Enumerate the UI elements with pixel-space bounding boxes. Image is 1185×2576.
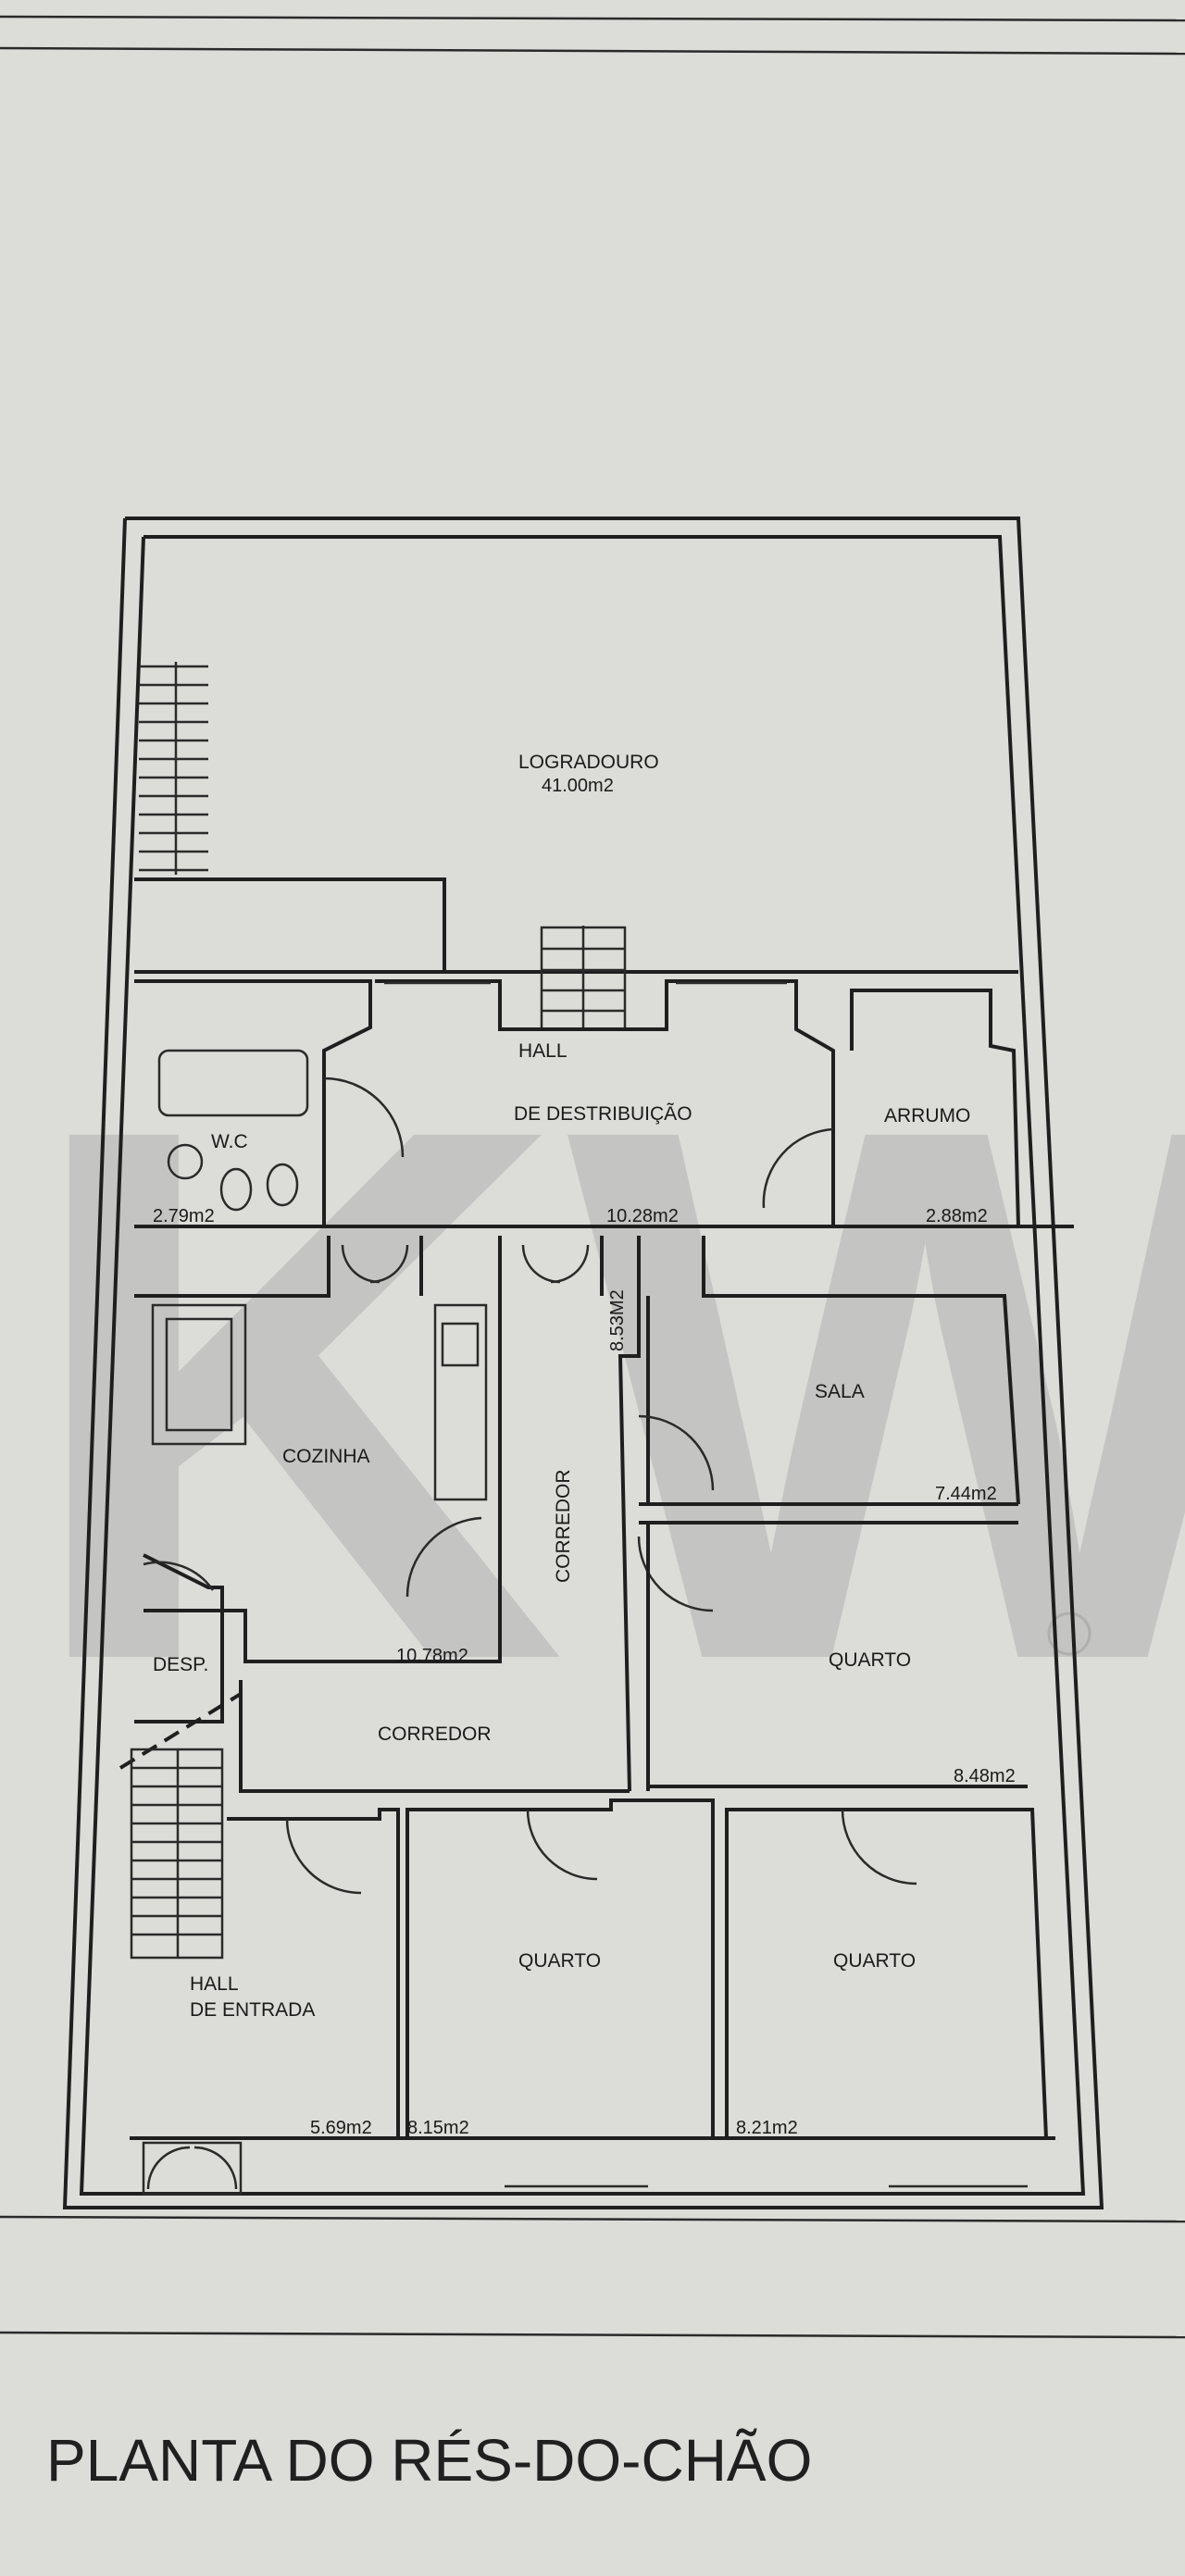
wc-door-swing xyxy=(323,1076,405,1158)
sala-label: SALA xyxy=(815,1381,865,1402)
front-door-icon xyxy=(142,2141,243,2196)
lower-walls: DESP. CORREDOR QUARTO 8.48m2 xyxy=(118,1523,1028,1960)
cozinha-label: COZINHA xyxy=(282,1446,370,1467)
quarto-right-label: QUARTO xyxy=(829,1649,911,1671)
quarto-right-door-swing xyxy=(637,1536,714,1612)
sheet-divider-1 xyxy=(0,2215,1185,2223)
sala-area: 7.44m2 xyxy=(935,1484,997,1504)
hall-entrada-door-swing xyxy=(285,1818,362,1895)
quarto-right-area: 8.48m2 xyxy=(954,1766,1016,1786)
hall-entrada-area: 5.69m2 xyxy=(310,2118,372,2138)
desp-door-swing xyxy=(143,1561,215,1591)
entrance-stairs xyxy=(130,1748,224,1960)
quarto-mid-area: 8.15m2 xyxy=(407,2118,469,2138)
arrumo-area: 2.88m2 xyxy=(926,1206,988,1226)
middle-walls: COZINHA 10.78m2 CORREDOR 8.53M2 SALA 7.4… xyxy=(134,1236,1020,1792)
logradouro-label: LOGRADOURO xyxy=(518,752,659,773)
kitchen-door-swing xyxy=(405,1516,482,1598)
quarto-mid-door-swing xyxy=(526,1809,598,1881)
sheet-top-line xyxy=(0,15,1185,22)
kitchen-counter-icon xyxy=(151,1303,247,1446)
sala-door-swing xyxy=(638,1414,715,1491)
sheet-divider-2 xyxy=(0,2331,1185,2339)
arrumo-door-swing xyxy=(762,1127,834,1209)
kitchen-worktop-icon xyxy=(433,1303,488,1501)
top-row-walls: HALL DE DESTRIBUIÇÃO 10.28m2 W.C 2.79m2 … xyxy=(134,979,1074,1228)
desp-label: DESP. xyxy=(153,1654,208,1675)
quarto-bottom-right-label: QUARTO xyxy=(833,1950,916,1972)
bottom-row-walls: HALL DE ENTRADA 5.69m2 QUARTO 8.15m2 QUA… xyxy=(130,1798,1055,2196)
kitchen-sink-icon xyxy=(441,1322,480,1367)
wc-area: 2.79m2 xyxy=(153,1206,215,1226)
bathtub-icon xyxy=(157,1049,309,1117)
arrumo-label: ARRUMO xyxy=(884,1105,970,1126)
cozinha-area: 10.78m2 xyxy=(396,1646,468,1666)
corredor-horizontal-label: CORREDOR xyxy=(378,1724,492,1745)
hall-entrada-label-1: HALL xyxy=(190,1973,239,1995)
wc-label: W.C xyxy=(211,1131,248,1152)
corredor-vertical-label: CORREDOR xyxy=(553,1469,574,1583)
hall-distribuicao-label-2: DE DESTRIBUIÇÃO xyxy=(514,1102,692,1125)
registered-mark-icon xyxy=(1047,1612,1091,1656)
outer-walls xyxy=(62,516,1104,2209)
kw-watermark: KW xyxy=(19,970,1185,1818)
corredor-vertical-area: 8.53M2 xyxy=(607,1289,628,1351)
stair-cut-line xyxy=(118,1692,243,1770)
hall-entrada-label-2: DE ENTRADA xyxy=(190,1999,315,2021)
quarto-bottom-right-area: 8.21m2 xyxy=(736,2118,798,2138)
logradouro-area-label: 41.00m2 xyxy=(542,776,614,796)
hall-distribuicao-area: 10.28m2 xyxy=(606,1206,679,1226)
quarto-bottom-right-door-swing xyxy=(841,1809,917,1885)
drawing-title: PLANTA DO RÉS-DO-CHÃO xyxy=(46,2427,812,2494)
toilet-icon xyxy=(219,1167,253,1212)
sink-icon xyxy=(167,1143,204,1180)
bidet-icon xyxy=(266,1163,299,1207)
hall-distribuicao-label-1: HALL xyxy=(518,1040,568,1062)
logradouro-area: LOGRADOURO 41.00m2 xyxy=(134,662,1018,1031)
sheet-top-line-2 xyxy=(0,46,1185,56)
courtyard-stairs-center xyxy=(540,926,627,1031)
quarto-mid-label: QUARTO xyxy=(518,1950,601,1972)
courtyard-stairs-left xyxy=(139,662,208,875)
